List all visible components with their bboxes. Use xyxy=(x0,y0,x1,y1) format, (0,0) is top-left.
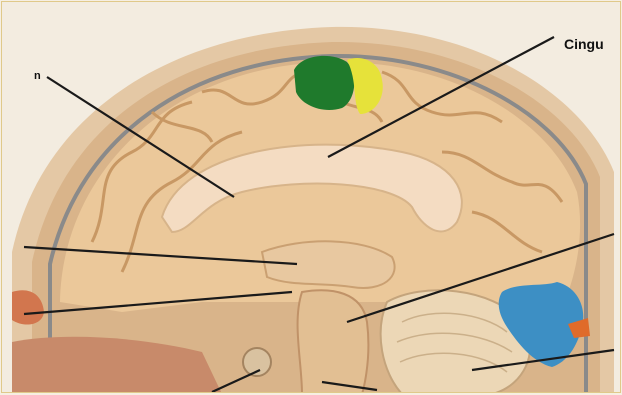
thalamus xyxy=(262,241,395,288)
brainstem xyxy=(298,290,369,393)
label-cingulate: Cingu xyxy=(564,36,604,52)
label-left: n xyxy=(34,70,41,82)
